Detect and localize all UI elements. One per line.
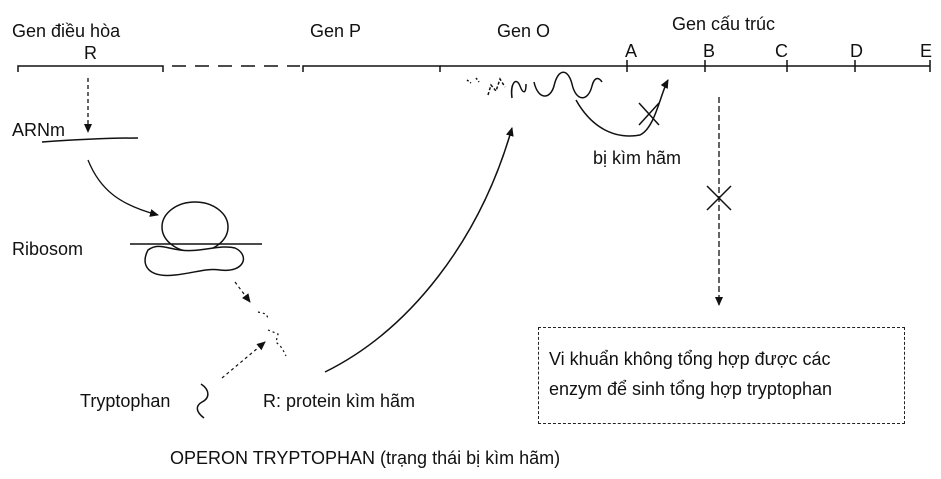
label-gene-c: C <box>775 41 788 61</box>
blocked-transcription-arrow <box>575 79 669 137</box>
tryptophan-binding-arrow <box>221 341 266 379</box>
tryptophan-squiggle <box>196 383 209 419</box>
label-r-protein: R: protein kìm hãm <box>263 391 416 411</box>
label-r: R <box>84 43 97 63</box>
label-ribosom: Ribosom <box>12 239 84 259</box>
gene-p-segment <box>302 65 441 72</box>
result-box: Vi khuẩn không tổng hợp được các enzym đ… <box>538 327 905 424</box>
label-gene-b: B <box>703 41 716 61</box>
caption: OPERON TRYPTOPHAN (trạng thái bị kìm hãm… <box>170 448 561 468</box>
label-gene-a: A <box>625 41 638 61</box>
translation-arrow <box>234 281 251 303</box>
repressor-bound-operator <box>466 71 603 99</box>
label-gen-o: Gen O <box>497 21 551 41</box>
mrna-strand <box>41 137 139 143</box>
label-bi-kim-ham: bị kìm hãm <box>593 148 682 168</box>
label-gen-dieu-hoa: Gen điều hòa <box>12 21 121 41</box>
label-gene-e: E <box>920 41 933 61</box>
gene-r-segment <box>17 65 164 72</box>
result-line-2: enzym để sinh tổng hợp tryptophan <box>549 379 832 399</box>
label-gene-d: D <box>850 41 863 61</box>
block-cross-icon-2 <box>706 185 732 211</box>
block-cross-icon <box>638 102 660 126</box>
repressor-to-operator-arrow <box>324 127 514 373</box>
protein-fragments <box>257 311 287 357</box>
mrna-to-ribosome-arrow <box>87 159 159 217</box>
label-gen-p: Gen P <box>310 21 362 41</box>
label-arnm: ARNm <box>12 120 65 140</box>
label-tryptophan: Tryptophan <box>80 391 171 411</box>
dna-line <box>17 60 931 72</box>
result-line-1: Vi khuẩn không tổng hợp được các <box>549 349 831 369</box>
ribosome-icon <box>130 201 262 277</box>
label-gen-cau-truc: Gen cấu trúc <box>672 14 776 34</box>
